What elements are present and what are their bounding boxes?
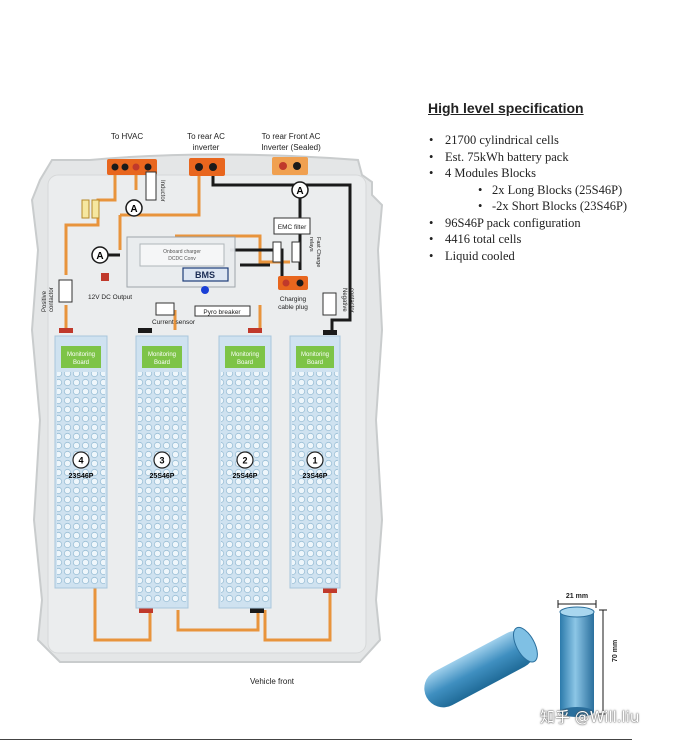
hvac-label: To HVAC	[111, 132, 144, 141]
svg-text:Pyro breaker: Pyro breaker	[203, 309, 241, 316]
inductor-label: Inductor	[159, 180, 165, 202]
spec-item: Liquid cooled	[428, 248, 690, 265]
monitoring-board-label: Monitoring	[148, 352, 176, 358]
svg-text:Positive: Positive	[42, 290, 48, 312]
monitoring-board	[296, 346, 334, 368]
svg-text:Current sensor: Current sensor	[152, 319, 196, 326]
cell-height-label: 70 mm	[612, 640, 619, 662]
spec-item: 96S46P pack configuration	[428, 215, 690, 232]
bms-box: BMS	[182, 267, 229, 294]
cell-lying-illustration	[424, 626, 538, 708]
module-number: 3	[159, 456, 164, 466]
svg-text:contactor: contactor	[348, 288, 354, 313]
svg-text:contactor: contactor	[49, 287, 55, 312]
negative-contactor: Negative contactor	[322, 288, 354, 316]
watermark: 知乎 @Will.liu	[540, 708, 640, 726]
dc-output: 12V DC Output	[88, 273, 132, 301]
svg-text:Fast Charge: Fast Charge	[315, 237, 321, 267]
module-number-badge	[72, 451, 90, 469]
rear-ac-label-2: inverter	[193, 143, 220, 152]
spec-list: 21700 cylindrical cellsEst. 75kWh batter…	[428, 132, 690, 264]
monitoring-board-label: Monitoring	[301, 352, 329, 358]
cell-grid	[221, 372, 269, 604]
svg-text:Negative: Negative	[341, 288, 347, 312]
spec-panel: High level specification 21700 cylindric…	[428, 100, 690, 264]
svg-text:Onboard charger: Onboard charger	[163, 249, 201, 255]
svg-text:relays: relays	[308, 237, 314, 252]
fast-charge-relays: Fast Charge relays	[272, 237, 321, 267]
monitoring-board-label: Board	[154, 360, 170, 366]
svg-text:12V DC Output: 12V DC Output	[88, 294, 132, 301]
spec-item: 4416 total cells	[428, 231, 690, 248]
spec-subitem: -2x Short Blocks (23S46P)	[428, 198, 690, 215]
monitoring-board-label: Monitoring	[231, 352, 259, 358]
svg-text:A: A	[130, 204, 137, 215]
svg-text:A: A	[296, 186, 303, 197]
cell-grid	[292, 372, 338, 584]
positive-contactor: Positive contactor	[42, 279, 73, 312]
svg-text:DCDC Conv: DCDC Conv	[168, 256, 196, 262]
monitoring-board	[61, 346, 101, 368]
svg-text:Charging: Charging	[280, 296, 307, 303]
front-ac-label-1: To rear Front AC	[262, 132, 321, 141]
fuses	[81, 199, 100, 219]
monitoring-board	[142, 346, 182, 368]
hvac-connector	[107, 159, 157, 175]
ammeter-3: A	[291, 181, 309, 199]
spec-item: Est. 75kWh battery pack	[428, 149, 690, 166]
vehicle-front-label: Vehicle front	[250, 677, 295, 686]
spec-subitem: 2x Long Blocks (25S46P)	[428, 182, 690, 199]
module-number: 2	[242, 456, 247, 466]
cell-grid	[138, 372, 186, 604]
module-number: 4	[78, 456, 83, 466]
svg-text:A: A	[96, 251, 103, 262]
monitoring-board	[225, 346, 265, 368]
module-config: 25S46P	[150, 473, 175, 480]
monitoring-board-label: Board	[237, 360, 253, 366]
pyro-breaker: Pyro breaker	[194, 305, 251, 317]
module-number-badge	[306, 451, 324, 469]
cell-width-label: 21 mm	[566, 593, 588, 600]
current-sensor: Current sensor	[152, 302, 196, 326]
charging-plug: Charging cable plug	[278, 276, 308, 311]
front-ac-connector	[272, 157, 308, 175]
ammeter-1: A	[125, 199, 143, 217]
bottom-divider	[0, 739, 632, 740]
cell-standing-illustration: 21 mm 70 mm	[557, 593, 619, 717]
module-config: 23S46P	[303, 473, 328, 480]
front-ac-label-2: Inverter (Sealed)	[261, 143, 321, 152]
module-number-badge	[236, 451, 254, 469]
svg-text:BMS: BMS	[195, 270, 215, 280]
monitoring-board-label: Monitoring	[67, 352, 95, 358]
monitoring-board-label: Board	[73, 360, 89, 366]
svg-text:EMC filter: EMC filter	[278, 224, 307, 231]
ammeter-2: A	[91, 246, 109, 264]
monitoring-board-label: Board	[307, 360, 323, 366]
inductor: Inductor	[145, 171, 165, 202]
module-config: 25S46P	[233, 473, 258, 480]
module-config: 23S46P	[69, 473, 94, 480]
spec-item: 4 Modules Blocks	[428, 165, 690, 182]
spec-item: 21700 cylindrical cells	[428, 132, 690, 149]
spec-title: High level specification	[428, 100, 584, 116]
rear-ac-label-1: To rear AC	[187, 132, 225, 141]
onboard-charger: Onboard charger DCDC Conv	[126, 236, 236, 288]
cell-grid	[57, 372, 105, 584]
rear-ac-connector	[189, 158, 225, 176]
svg-text:cable plug: cable plug	[278, 304, 308, 311]
module-number: 1	[312, 456, 317, 466]
module-number-badge	[153, 451, 171, 469]
emc-filter: EMC filter	[273, 217, 311, 235]
